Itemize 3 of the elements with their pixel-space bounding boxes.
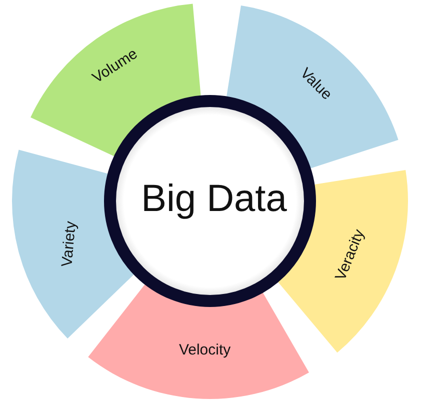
center-title: Big Data [141, 180, 287, 218]
segment-label: Variety [60, 220, 79, 268]
segment-label: Velocity [178, 342, 231, 358]
